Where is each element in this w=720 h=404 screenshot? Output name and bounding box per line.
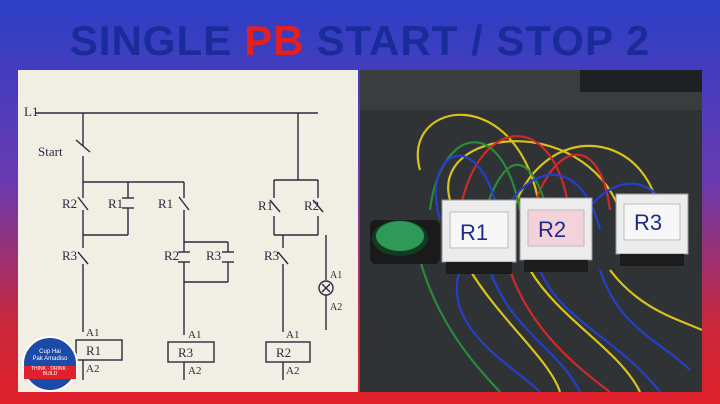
title-part-3: START / STOP 2 xyxy=(316,17,651,64)
lamp-a2-label: A2 xyxy=(330,302,342,313)
start-label: Start xyxy=(38,144,63,159)
relay-r1: R1 xyxy=(441,199,517,274)
r1-contact2-label: R1 xyxy=(158,196,173,211)
relay-r1-label: R1 xyxy=(460,220,488,245)
relay-r2: R2 xyxy=(519,197,593,272)
r3-a1-label: A1 xyxy=(188,329,201,341)
r2-contact-label: R2 xyxy=(62,196,77,211)
r2-contact2-label: R2 xyxy=(164,248,179,263)
r1-a1-label: A1 xyxy=(86,327,99,339)
r3-contact2-label: R3 xyxy=(206,248,221,263)
r2-coil-label: R2 xyxy=(276,345,291,360)
relay-r3: R3 xyxy=(615,193,689,266)
r2-a2-label: A2 xyxy=(286,365,299,377)
ladder-diagram-panel: L1 Start R2 R1 R3 R1 R2 R3 R1 R2 R3 R1 R… xyxy=(18,70,358,392)
title-part-2-accent: PB xyxy=(244,17,305,64)
channel-logo: Cup Hai Pak Amadiso THINK · DRINK · BUIL… xyxy=(22,336,78,392)
video-title: SINGLE PB START / STOP 2 xyxy=(0,12,720,70)
r1-coil-label: R1 xyxy=(86,343,101,358)
relay-photo: R1 R2 R3 xyxy=(360,70,702,392)
r2-coil xyxy=(265,341,311,363)
logo-line-2: Pak Amadiso xyxy=(32,356,68,362)
logo-tagline: THINK · DRINK · BUILD xyxy=(24,365,76,379)
r3-contact-label: R3 xyxy=(62,248,77,263)
r1-contact-label: R1 xyxy=(108,196,123,211)
r2-a1-label: A1 xyxy=(286,329,299,341)
title-part-1: SINGLE xyxy=(69,17,233,64)
supply-label: L1 xyxy=(24,104,38,119)
relay-photo-panel: R1 R2 R3 xyxy=(360,70,702,392)
r3-coil-label: R3 xyxy=(178,345,193,360)
relay-r2-label: R2 xyxy=(538,217,566,242)
relay-r3-label: R3 xyxy=(634,210,662,235)
r3-coil xyxy=(167,341,215,363)
start-pb xyxy=(75,139,91,153)
ladder-diagram: L1 Start R2 R1 R3 R1 R2 R3 R1 R2 R3 R1 R… xyxy=(24,104,342,380)
r2-contact3-label: R2 xyxy=(304,198,319,213)
r3-contact3-label: R3 xyxy=(264,248,279,263)
r3-a2-label: A2 xyxy=(188,365,201,377)
r1-contact3-label: R1 xyxy=(258,198,273,213)
r1-coil xyxy=(75,339,123,361)
push-button xyxy=(370,220,440,264)
r1-a2-label: A2 xyxy=(86,363,99,375)
lamp-a1-label: A1 xyxy=(330,270,342,281)
logo-line-1: Cup Hai xyxy=(39,349,61,356)
